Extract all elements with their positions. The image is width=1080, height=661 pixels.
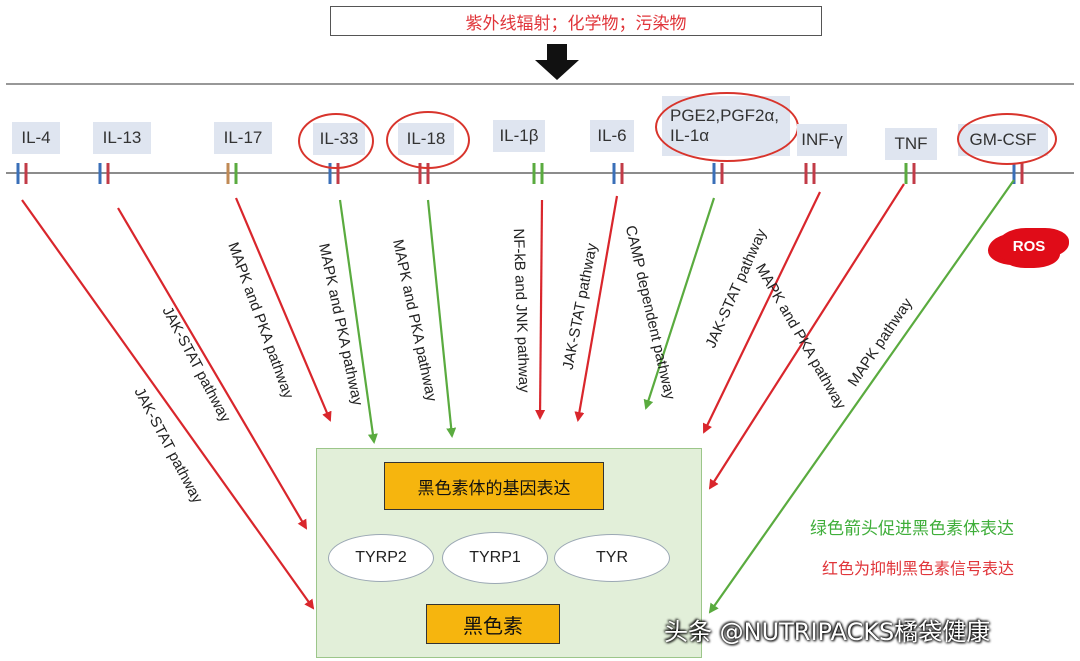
promote-arrow [426, 199, 457, 438]
legend-red: 红色为抑制黑色素信号表达 [822, 555, 1014, 579]
cytokine-box: IL-6 [590, 120, 634, 152]
cytokine-box: IL-4 [12, 122, 60, 154]
highlight-circle [957, 113, 1057, 165]
watermark: 头条 @NUTRIPACKS橘袋健康 [664, 612, 990, 647]
cytokine-box: TNF [885, 128, 937, 160]
cytokine-label: IL-4 [21, 128, 51, 147]
promote-arrow [338, 199, 378, 444]
melanin-label: 黑色素 [463, 613, 523, 638]
cytokine-box: IL-17 [214, 122, 272, 154]
inhibit-arrow [234, 197, 332, 422]
melanin-box: 黑色素 [426, 604, 560, 644]
watermark-label: 头条 @NUTRIPACKS橘袋健康 [664, 618, 991, 646]
promote-arrow [708, 179, 1015, 614]
ros-cloud: ROS [996, 228, 1062, 264]
inhibit-arrow [21, 199, 315, 610]
cytokine-label: IL-1β [499, 126, 539, 145]
inhibit-arrow [702, 191, 821, 434]
inhibit-arrow [708, 183, 905, 490]
signal-arrows-group [21, 179, 1015, 614]
promote-arrow [643, 197, 716, 410]
gene-expression-box: 黑色素体的基因表达 [384, 462, 604, 510]
cytokine-label: IL-13 [102, 128, 142, 147]
enzyme-tyrp1-label: TYRP1 [469, 549, 521, 566]
cytokine-label: IL-17 [223, 128, 263, 147]
inhibit-arrow [535, 199, 546, 420]
cytokine-box: IL-1β [493, 120, 545, 152]
highlight-circle [386, 111, 470, 169]
ros-label: ROS [1012, 237, 1046, 255]
stimulus-label: 紫外线辐射；化学物；污染物 [465, 13, 687, 34]
enzyme-tyrp2-label: TYRP2 [355, 549, 407, 566]
cytokine-box: IL-13 [93, 122, 151, 154]
legend-green-label: 绿色箭头促进黑色素体表达 [810, 519, 1014, 539]
enzyme-tyrp2: TYRP2 [328, 534, 434, 582]
highlight-circle [298, 113, 374, 169]
cytokine-label: INF-γ [801, 130, 843, 149]
inhibit-arrow [117, 207, 308, 530]
enzyme-tyr-label: TYR [596, 549, 628, 566]
cytokine-label: IL-6 [597, 126, 627, 145]
cytokine-box: INF-γ [797, 124, 847, 156]
enzyme-tyrp1: TYRP1 [442, 532, 548, 584]
legend-red-label: 红色为抑制黑色素信号表达 [822, 559, 1015, 578]
cytokine-label: TNF [894, 134, 928, 153]
enzyme-tyr: TYR [554, 534, 670, 582]
legend-green: 绿色箭头促进黑色素体表达 [810, 514, 1014, 539]
inhibit-arrow [574, 195, 619, 422]
gene-expression-label: 黑色素体的基因表达 [417, 478, 571, 499]
big-down-arrow-icon [535, 44, 579, 80]
stimulus-box: 紫外线辐射；化学物；污染物 [330, 6, 822, 36]
highlight-circle [655, 92, 799, 162]
